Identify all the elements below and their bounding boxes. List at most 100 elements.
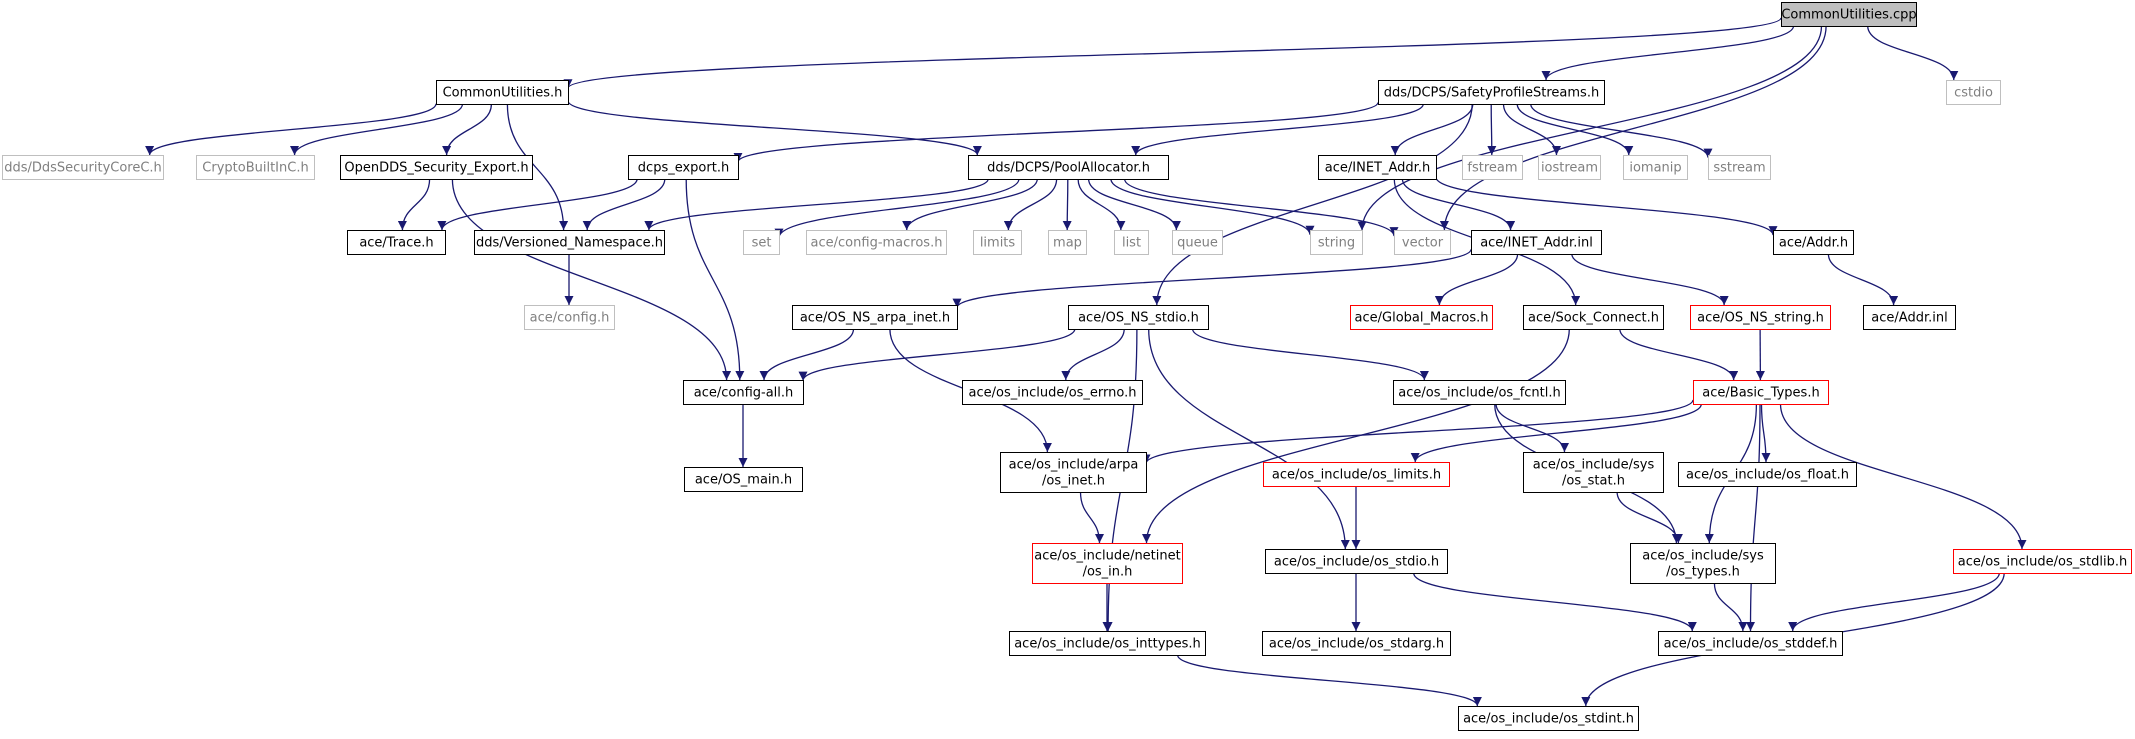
edge-cu_cpp-to-string xyxy=(1357,25,1823,231)
node-osin[interactable]: ace/os_include/netinet/os_in.h xyxy=(1032,543,1183,584)
edge-cu_cpp-to-cu_h xyxy=(563,17,1782,89)
node-label: ace/Basic_Types.h xyxy=(1702,386,1819,401)
node-cfgall[interactable]: ace/config-all.h xyxy=(683,380,804,405)
edge-inet_inl-to-ns_string xyxy=(1571,253,1729,306)
node-label: map xyxy=(1053,236,1082,251)
edge-addr-to-addr_inl xyxy=(1827,253,1899,306)
edge-cu_cpp-to-sps xyxy=(1541,25,1795,81)
edge-basic-to-osinet xyxy=(1141,399,1694,464)
node-box xyxy=(973,230,1022,255)
node-sock[interactable]: ace/Sock_Connect.h xyxy=(1523,305,1664,330)
node-cu_h[interactable]: CommonUtilities.h xyxy=(436,80,569,105)
node-osstddef[interactable]: ace/os_include/os_stddef.h xyxy=(1658,631,1843,656)
node-cstdio: cstdio xyxy=(1946,80,2001,105)
node-label: ace/config-macros.h xyxy=(811,236,943,251)
node-inet_inl[interactable]: ace/INET_Addr.inl xyxy=(1471,230,1602,255)
edge-pool-to-set xyxy=(774,178,1020,238)
edge-arpa_inet-to-cfgall xyxy=(759,328,855,381)
node-box xyxy=(1265,549,1448,574)
node-label: ace/os_include/os_fcntl.h xyxy=(1398,386,1560,401)
node-box xyxy=(743,230,780,255)
node-osstdint[interactable]: ace/os_include/os_stdint.h xyxy=(1458,706,1639,731)
node-dcps_export[interactable]: dcps_export.h xyxy=(628,155,739,180)
node-label: CommonUtilities.h xyxy=(443,86,563,101)
node-pool[interactable]: dds/DCPS/PoolAllocator.h xyxy=(968,155,1169,180)
edge-ns_stdio-to-osstdio xyxy=(1148,328,1350,550)
node-box xyxy=(2,155,164,180)
edge-cu_h-to-vns xyxy=(506,103,569,231)
node-label: ace/Addr.inl xyxy=(1871,311,1947,326)
node-box xyxy=(474,230,665,255)
edge-basic-to-oslimits xyxy=(1410,403,1702,463)
edge-inet-to-addr xyxy=(1435,176,1778,236)
node-label: ace/os_include/arpa xyxy=(1009,458,1139,473)
node-box xyxy=(1378,80,1605,105)
node-label: ace/Global_Macros.h xyxy=(1355,311,1489,326)
node-osmain[interactable]: ace/OS_main.h xyxy=(684,467,803,492)
edge-cu_cpp-to-cstdio xyxy=(1867,25,1959,81)
edge-pool-to-map xyxy=(1062,178,1072,231)
edge-inet_inl-to-glob xyxy=(1434,253,1519,306)
node-trace[interactable]: ace/Trace.h xyxy=(347,230,446,255)
node-box xyxy=(684,467,803,492)
node-osinttypes[interactable]: ace/os_include/os_inttypes.h xyxy=(1009,631,1206,656)
node-box xyxy=(1263,462,1450,487)
edge-basic-to-osfloat xyxy=(1760,403,1771,463)
node-box xyxy=(524,305,615,330)
node-label: ace/os_include/os_stdarg.h xyxy=(1269,637,1444,652)
edge-pool-to-queue xyxy=(1087,178,1181,231)
node-box xyxy=(347,230,446,255)
node-errno[interactable]: ace/os_include/os_errno.h xyxy=(962,380,1143,405)
node-iostream: iostream xyxy=(1538,155,1601,180)
node-addr[interactable]: ace/Addr.h xyxy=(1773,230,1854,255)
node-basic[interactable]: ace/Basic_Types.h xyxy=(1693,380,1829,405)
node-box xyxy=(1458,706,1639,731)
node-box xyxy=(1394,230,1451,255)
node-label: dds/DCPS/PoolAllocator.h xyxy=(987,161,1150,176)
node-sstream: sstream xyxy=(1708,155,1771,180)
node-label: dds/DdsSecurityCoreC.h xyxy=(4,161,162,176)
node-box xyxy=(196,155,315,180)
node-ns_string[interactable]: ace/OS_NS_string.h xyxy=(1690,305,1831,330)
node-osstdio[interactable]: ace/os_include/os_stdio.h xyxy=(1265,549,1448,574)
node-label: ace/os_include/netinet xyxy=(1034,549,1180,564)
node-oslimits[interactable]: ace/os_include/os_limits.h xyxy=(1263,462,1450,487)
node-arpa_inet[interactable]: ace/OS_NS_arpa_inet.h xyxy=(792,305,958,330)
edge-pool-to-limits xyxy=(1003,178,1058,231)
node-box xyxy=(1863,305,1956,330)
node-sps[interactable]: dds/DCPS/SafetyProfileStreams.h xyxy=(1378,80,1605,105)
node-glob[interactable]: ace/Global_Macros.h xyxy=(1350,305,1493,330)
node-fcntl[interactable]: ace/os_include/os_fcntl.h xyxy=(1393,380,1566,405)
node-addr_inl[interactable]: ace/Addr.inl xyxy=(1863,305,1956,330)
node-ostypes[interactable]: ace/os_include/sys/os_types.h xyxy=(1630,543,1776,584)
node-ns_stdio[interactable]: ace/OS_NS_stdio.h xyxy=(1068,305,1209,330)
edge-fcntl-to-osstat xyxy=(1495,403,1569,453)
node-inet[interactable]: ace/INET_Addr.h xyxy=(1318,155,1437,180)
node-vector: vector xyxy=(1394,230,1451,255)
node-label: sstream xyxy=(1713,161,1765,176)
node-osinet[interactable]: ace/os_include/arpa/os_inet.h xyxy=(1000,452,1147,493)
edge-inet_inl-to-arpa_inet xyxy=(952,249,1472,308)
node-osstdarg[interactable]: ace/os_include/os_stdarg.h xyxy=(1262,631,1451,656)
node-vns[interactable]: dds/Versioned_Namespace.h xyxy=(474,230,665,255)
node-osfloat[interactable]: ace/os_include/os_float.h xyxy=(1678,462,1857,487)
node-box xyxy=(628,155,739,180)
node-cu_cpp[interactable]: CommonUtilities.cpp xyxy=(1781,2,1917,27)
edge-sock-to-basic xyxy=(1619,328,1739,381)
node-box xyxy=(1032,543,1183,584)
node-osstat[interactable]: ace/os_include/sys/os_stat.h xyxy=(1523,452,1664,493)
edge-ns_stdio-to-fcntl xyxy=(1191,328,1429,381)
edge-osstat-to-ostypes xyxy=(1616,491,1683,544)
node-osec[interactable]: OpenDDS_Security_Export.h xyxy=(340,155,533,180)
node-box xyxy=(1310,230,1363,255)
node-label: set xyxy=(752,236,772,251)
node-label: iostream xyxy=(1541,161,1598,176)
node-osstdlib[interactable]: ace/os_include/os_stdlib.h xyxy=(1953,549,2132,574)
node-box xyxy=(1953,549,2132,574)
node-label: ace/os_include/os_float.h xyxy=(1686,468,1849,483)
edge-pool-to-list xyxy=(1077,178,1126,231)
edge-dcps_export-to-trace xyxy=(437,178,638,231)
node-box xyxy=(1393,380,1566,405)
edges-layer xyxy=(145,17,2027,707)
edge-sps-to-inet xyxy=(1390,103,1474,156)
